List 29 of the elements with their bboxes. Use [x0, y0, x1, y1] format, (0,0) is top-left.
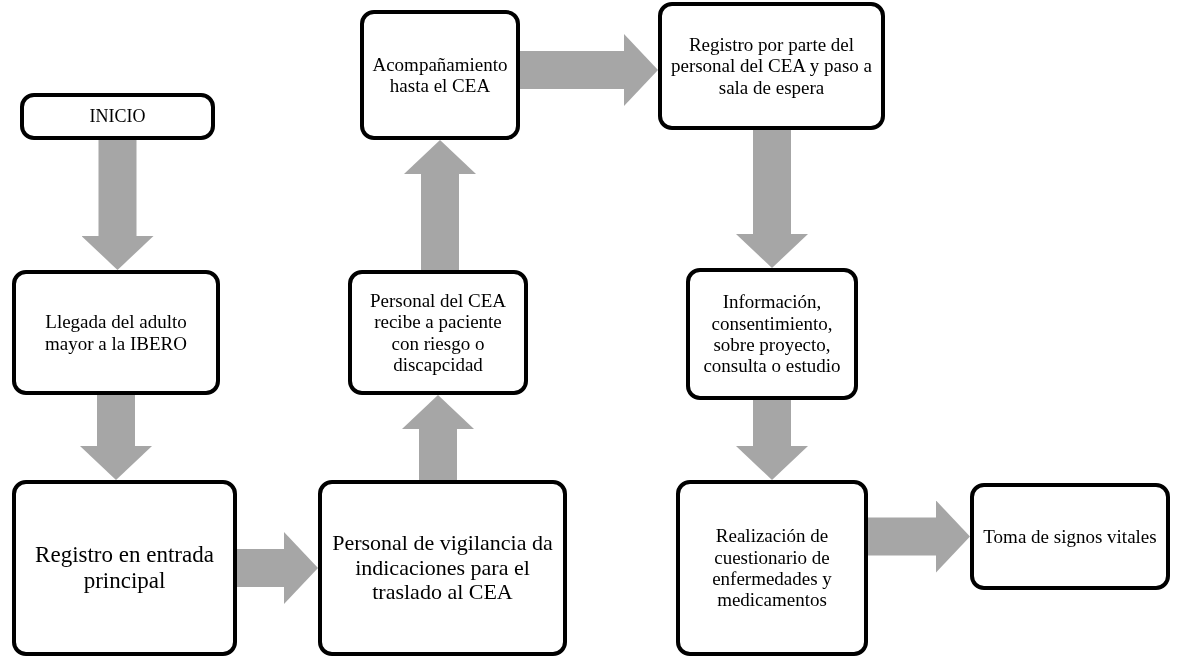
process-box: [12, 270, 220, 395]
process-box: [676, 480, 868, 656]
box-text: INICIO: [89, 106, 146, 127]
process-box: [348, 270, 528, 395]
box-text: Información, consentimiento, sobre proyecto, consulta o estudio: [702, 291, 842, 377]
box-text: Acompañamiento hasta el CEA: [372, 53, 508, 97]
process-box: [360, 10, 520, 140]
box-text: Personal del CEA recibe a paciente con riesgo o discapcidad: [368, 289, 508, 376]
box-text: Realización de cuestionario de enfermedades y medicamentos: [711, 525, 833, 611]
process-box: [970, 483, 1170, 590]
box-text: Personal de vigilancia da indicaciones para el traslado al CEA: [331, 531, 554, 605]
block-arrow: [736, 400, 808, 480]
box-text: Llegada del adulto mayor a la IBERO: [44, 311, 188, 354]
block-arrow: [81, 140, 154, 270]
box-text: Registro en entrada principal: [34, 542, 215, 594]
block-arrow: [402, 395, 474, 480]
block-arrow: [868, 500, 970, 573]
block-arrow: [237, 532, 318, 604]
box-text: Registro por parte del personal del CEA y paso a sala de espera: [670, 34, 873, 98]
block-arrow: [404, 140, 476, 270]
block-arrow: [736, 130, 808, 268]
process-box: [658, 2, 885, 130]
box-text: Toma de signos vitales: [983, 525, 1157, 548]
block-arrow: [520, 34, 658, 106]
process-box: [12, 480, 237, 656]
process-box: [20, 93, 215, 140]
block-arrow: [80, 395, 152, 480]
process-box: [318, 480, 567, 656]
process-box: [686, 268, 858, 400]
